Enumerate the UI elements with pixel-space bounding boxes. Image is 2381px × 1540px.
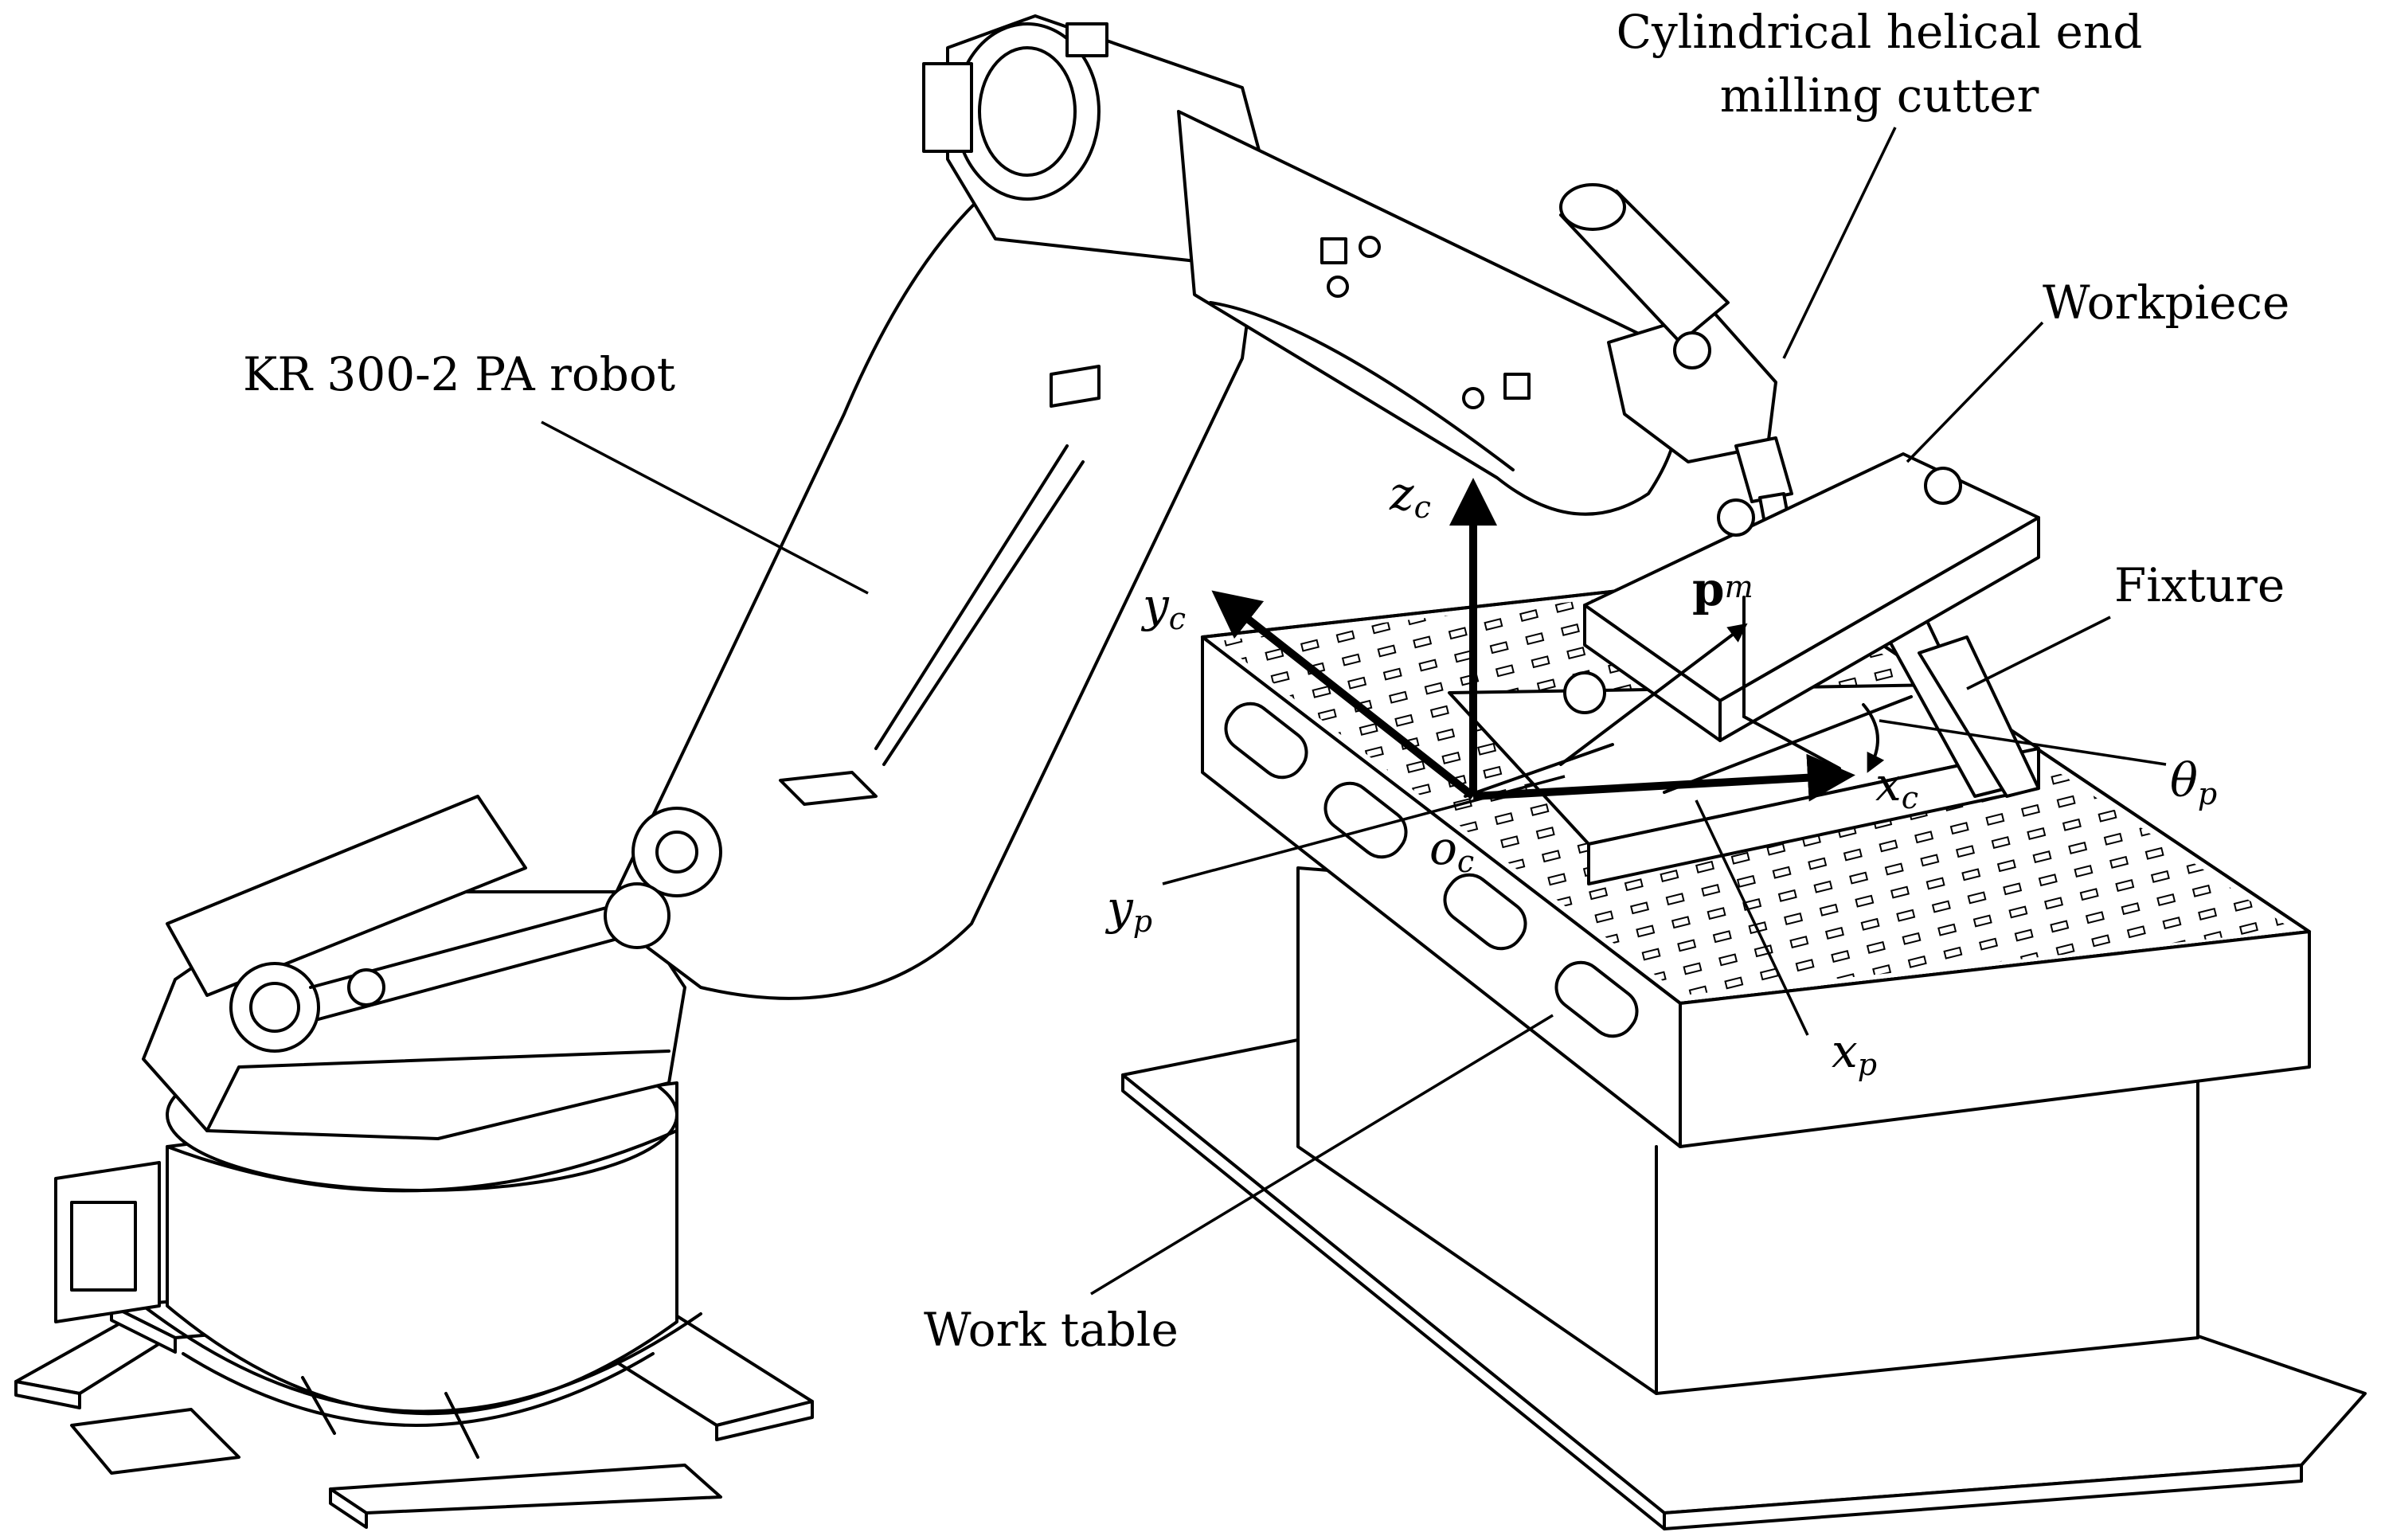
kr300-robot-drawing — [14, 14, 1797, 1529]
coordinate-frame-c — [1211, 478, 1855, 802]
workpiece-drawing — [1583, 452, 2040, 742]
robot-label: KR 300-2 PA robot — [243, 347, 675, 401]
yc-symbol: yc — [1140, 578, 1186, 636]
fixture-label: Fixture — [2114, 558, 2285, 612]
xc-symbol: xc — [1875, 757, 1918, 815]
robot-upper-arm — [1177, 110, 1680, 516]
yc-axis — [1211, 590, 1476, 799]
theta-p-arc — [1862, 703, 1885, 773]
theta-p-symbol: θp — [2170, 753, 2217, 811]
workpiece-label: Workpiece — [2043, 276, 2289, 330]
leader-lines — [541, 127, 2167, 1296]
oc-symbol: oc — [1429, 821, 1474, 879]
work-table-label: Work table — [924, 1303, 1179, 1357]
robot-rotary-housing — [142, 795, 686, 1140]
coordinate-frame-p — [1464, 596, 1913, 798]
robot-lower-arm — [604, 126, 1260, 1000]
yp-axis — [1464, 743, 1614, 798]
zc-symbol: zc — [1389, 467, 1431, 525]
xc-axis — [1472, 753, 1855, 802]
yp-symbol: yp — [1104, 881, 1152, 939]
cutter-label-line1: Cylindrical helical end — [1617, 5, 2143, 59]
xp-symbol: xp — [1832, 1024, 1877, 1082]
pm-symbol: pm — [1692, 562, 1753, 616]
cutter-label-line2: milling cutter — [1720, 68, 2039, 123]
pm-vector — [1559, 623, 1748, 766]
